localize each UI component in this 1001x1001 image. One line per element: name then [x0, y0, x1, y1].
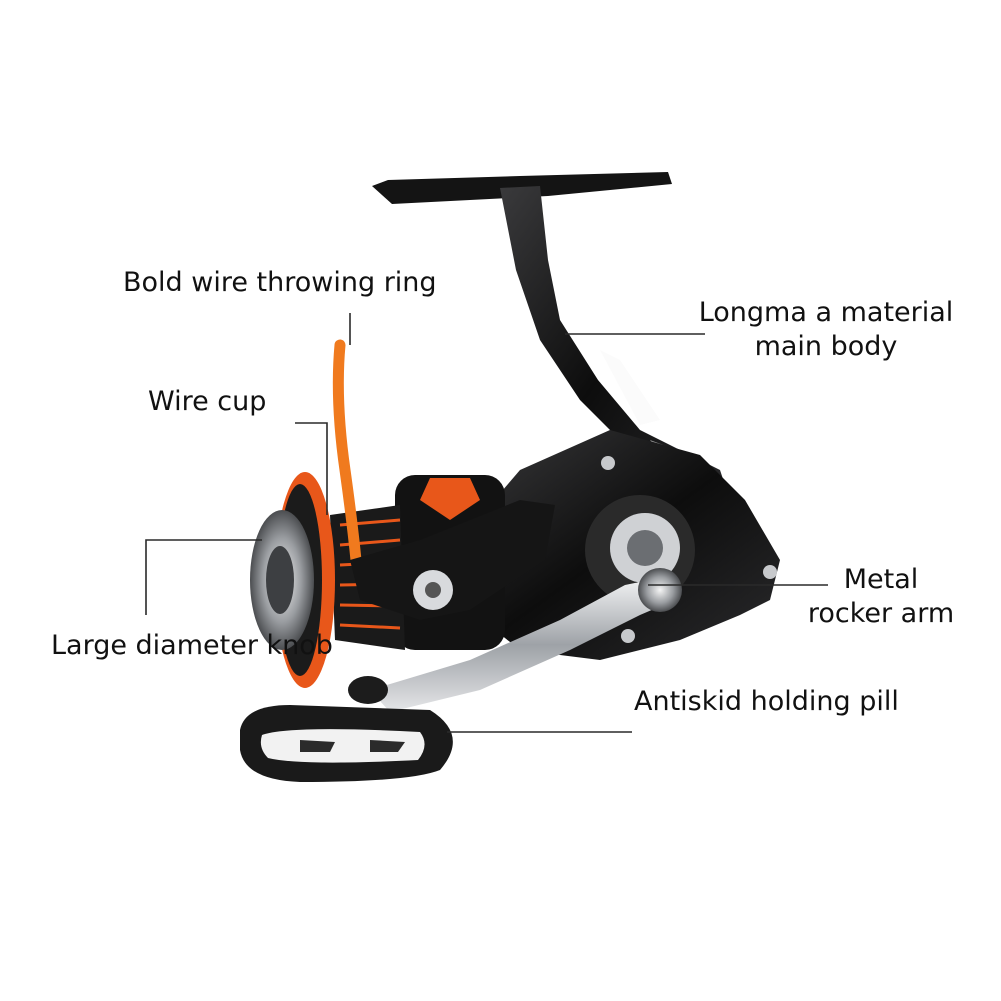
bail-arm	[350, 500, 555, 620]
leader-knob	[145, 539, 262, 615]
wire-cup	[250, 472, 335, 688]
metal-rocker-arm	[348, 568, 682, 712]
label-main-body: Longma a material main body	[696, 296, 956, 364]
label-main-body-line2: main body	[754, 331, 898, 362]
label-rocker-arm: Metal rocker arm	[802, 563, 960, 631]
label-knob: Large diameter knob	[51, 630, 333, 661]
label-holding-pill: Antiskid holding pill	[634, 686, 899, 717]
antiskid-holding-pill	[240, 705, 453, 782]
label-rocker-arm-line1: Metal	[843, 564, 919, 595]
label-throwing-ring: Bold wire throwing ring	[123, 267, 437, 298]
bail-wire	[332, 339, 362, 566]
reel-body	[460, 430, 780, 660]
label-main-body-line1: Longma a material	[698, 297, 954, 328]
leader-wire-cup	[295, 422, 328, 515]
leader-lines	[145, 313, 828, 733]
label-wire-cup: Wire cup	[148, 386, 267, 417]
label-rocker-arm-line2: rocker arm	[807, 598, 955, 629]
